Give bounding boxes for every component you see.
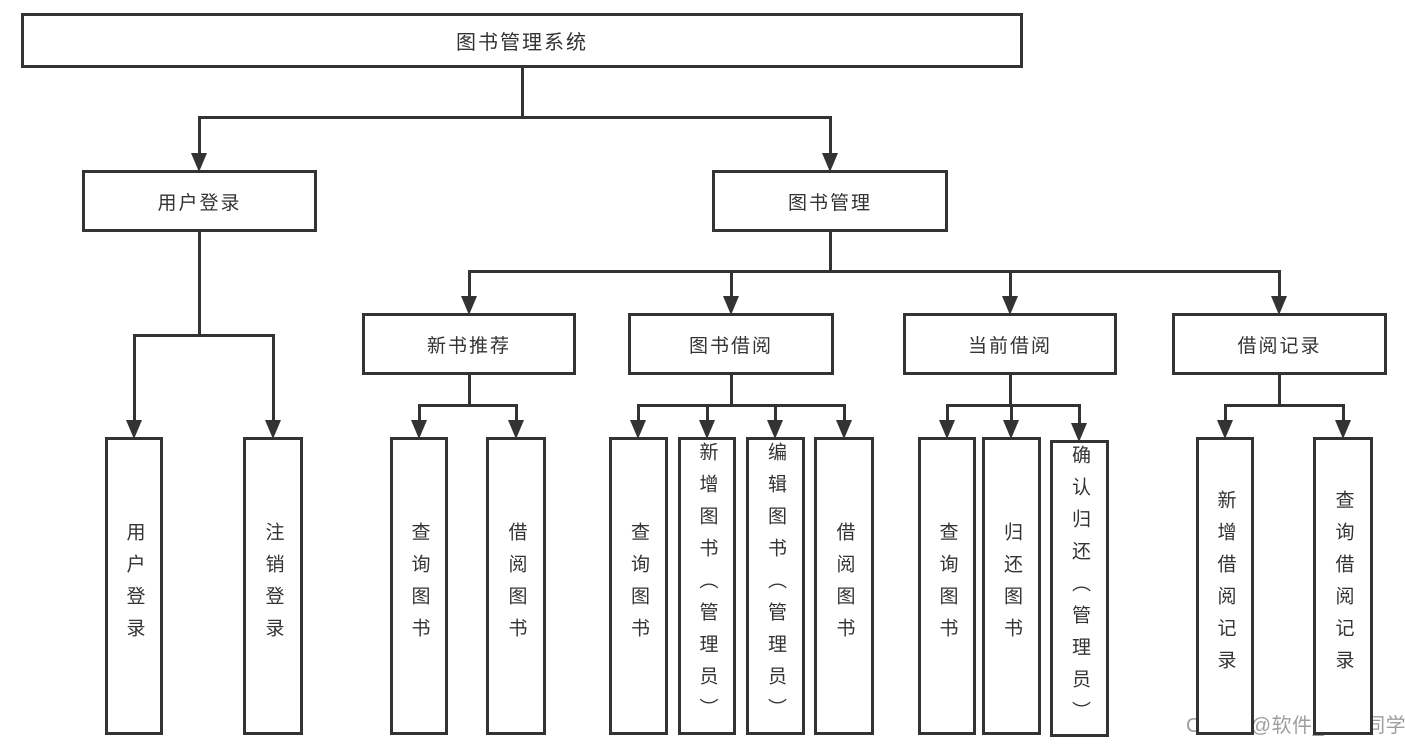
connector-drop-leaf-logout xyxy=(271,335,275,421)
node-current-borrow: 当前借阅 xyxy=(903,313,1117,375)
node-leaf-add-book-admin: 新增图书（管理员） xyxy=(678,437,736,735)
connector-stem-current-borrow xyxy=(1008,373,1012,407)
connector-drop-leaf-return-books xyxy=(1010,405,1013,421)
node-leaf-login: 用户登录 xyxy=(105,437,163,735)
arrow-down-icon-book-borrow xyxy=(722,296,739,315)
node-root: 图书管理系统 xyxy=(21,13,1023,68)
node-label-leaf-query-books-2: 查询图书 xyxy=(628,522,649,650)
node-label-new-book-rec: 新书推荐 xyxy=(426,335,511,357)
connector-drop-leaf-query-books-1 xyxy=(417,405,421,421)
arrow-down-icon-leaf-login xyxy=(125,420,142,439)
node-leaf-query-books-2: 查询图书 xyxy=(609,437,668,735)
node-leaf-query-record: 查询借阅记录 xyxy=(1313,437,1373,735)
node-label-root: 图书管理系统 xyxy=(456,32,588,54)
connector-rail-book-borrow xyxy=(637,403,846,407)
connector-rail-user-login xyxy=(132,333,275,337)
connector-drop-current-borrow xyxy=(1008,271,1012,297)
node-label-leaf-query-books-3: 查询图书 xyxy=(936,522,958,650)
node-book-borrow: 图书借阅 xyxy=(628,313,834,375)
connector-stem-borrow-records xyxy=(1278,373,1281,407)
connector-drop-user-login xyxy=(198,117,201,154)
node-leaf-add-record: 新增借阅记录 xyxy=(1196,437,1254,735)
node-label-leaf-add-record: 新增借阅记录 xyxy=(1214,490,1236,682)
connector-drop-leaf-borrow-books-1 xyxy=(514,405,518,421)
connector-drop-new-book-rec xyxy=(467,271,471,297)
node-user-login: 用户登录 xyxy=(82,170,317,232)
connector-stem-user-login xyxy=(198,230,201,337)
arrow-down-icon-leaf-query-books-3 xyxy=(938,420,955,439)
connector-stem-root xyxy=(520,66,524,119)
node-leaf-logout: 注销登录 xyxy=(243,437,303,735)
node-leaf-query-books-3: 查询图书 xyxy=(918,437,976,735)
node-new-book-rec: 新书推荐 xyxy=(362,313,576,375)
node-label-leaf-login: 用户登录 xyxy=(123,522,145,650)
connector-drop-leaf-query-books-3 xyxy=(945,405,949,421)
node-label-leaf-borrow-books-2: 借阅图书 xyxy=(833,522,855,650)
node-label-leaf-logout: 注销登录 xyxy=(262,522,284,650)
arrow-down-icon-current-borrow xyxy=(1001,296,1018,315)
connector-stem-book-mgmt xyxy=(828,230,832,273)
arrow-down-icon-leaf-query-books-1 xyxy=(410,420,427,439)
node-label-leaf-confirm-return: 确认归还（管理员） xyxy=(1069,444,1090,733)
connector-rail-new-book-rec xyxy=(417,403,518,407)
node-leaf-confirm-return: 确认归还（管理员） xyxy=(1050,440,1109,737)
connector-rail-current-borrow xyxy=(945,403,1081,407)
node-book-mgmt: 图书管理 xyxy=(712,170,948,232)
arrow-down-icon-book-mgmt xyxy=(821,153,838,172)
connector-drop-leaf-add-book-admin xyxy=(705,405,709,421)
arrow-down-icon-leaf-add-book-admin xyxy=(698,420,715,439)
connector-drop-leaf-borrow-books-2 xyxy=(842,405,846,421)
node-label-current-borrow: 当前借阅 xyxy=(967,335,1052,357)
arrow-down-icon-leaf-add-record xyxy=(1216,420,1233,439)
connector-drop-leaf-query-books-2 xyxy=(637,405,640,421)
connector-rail-root xyxy=(198,115,832,119)
arrow-down-icon-leaf-logout xyxy=(264,420,281,439)
connector-drop-leaf-login xyxy=(132,335,136,421)
arrow-down-icon-borrow-records xyxy=(1271,296,1287,315)
node-label-leaf-borrow-books-1: 借阅图书 xyxy=(505,522,527,650)
node-label-leaf-add-book-admin: 新增图书（管理员） xyxy=(696,442,718,730)
connector-rail-borrow-records xyxy=(1223,403,1345,407)
arrow-down-icon-leaf-query-record xyxy=(1334,420,1351,439)
connector-drop-leaf-edit-book-admin xyxy=(774,405,777,421)
arrow-down-icon-new-book-rec xyxy=(460,296,477,315)
node-label-leaf-return-books: 归还图书 xyxy=(1001,522,1022,650)
connector-stem-book-borrow xyxy=(729,373,733,407)
node-label-book-borrow: 图书借阅 xyxy=(688,335,773,357)
node-leaf-borrow-books-1: 借阅图书 xyxy=(486,437,546,735)
node-label-book-mgmt: 图书管理 xyxy=(787,192,872,214)
connector-stem-new-book-rec xyxy=(467,373,471,407)
connector-drop-leaf-add-record xyxy=(1223,405,1227,421)
node-leaf-borrow-books-2: 借阅图书 xyxy=(814,437,874,735)
node-label-borrow-records: 借阅记录 xyxy=(1237,335,1322,357)
node-leaf-edit-book-admin: 编辑图书（管理员） xyxy=(746,437,805,735)
connector-rail-book-mgmt xyxy=(467,269,1281,273)
node-borrow-records: 借阅记录 xyxy=(1172,313,1387,375)
node-label-user-login: 用户登录 xyxy=(157,192,242,214)
connector-drop-leaf-confirm-return xyxy=(1078,405,1081,424)
node-label-leaf-query-record: 查询借阅记录 xyxy=(1332,490,1354,682)
arrow-down-icon-leaf-borrow-books-2 xyxy=(835,420,852,439)
node-leaf-return-books: 归还图书 xyxy=(982,437,1041,735)
node-leaf-query-books-1: 查询图书 xyxy=(390,437,448,735)
arrow-down-icon-leaf-edit-book-admin xyxy=(767,420,783,439)
node-label-leaf-edit-book-admin: 编辑图书（管理员） xyxy=(765,442,786,730)
connector-drop-book-mgmt xyxy=(828,117,832,154)
node-label-leaf-query-books-1: 查询图书 xyxy=(408,522,430,650)
arrow-down-icon-leaf-borrow-books-1 xyxy=(507,420,524,439)
connector-drop-borrow-records xyxy=(1278,271,1281,297)
arrow-down-icon-leaf-confirm-return xyxy=(1071,423,1087,442)
arrow-down-icon-leaf-return-books xyxy=(1003,420,1019,439)
arrow-down-icon-leaf-query-books-2 xyxy=(630,420,646,439)
connector-drop-leaf-query-record xyxy=(1341,405,1345,421)
connector-drop-book-borrow xyxy=(729,271,733,297)
arrow-down-icon-user-login xyxy=(191,153,207,172)
